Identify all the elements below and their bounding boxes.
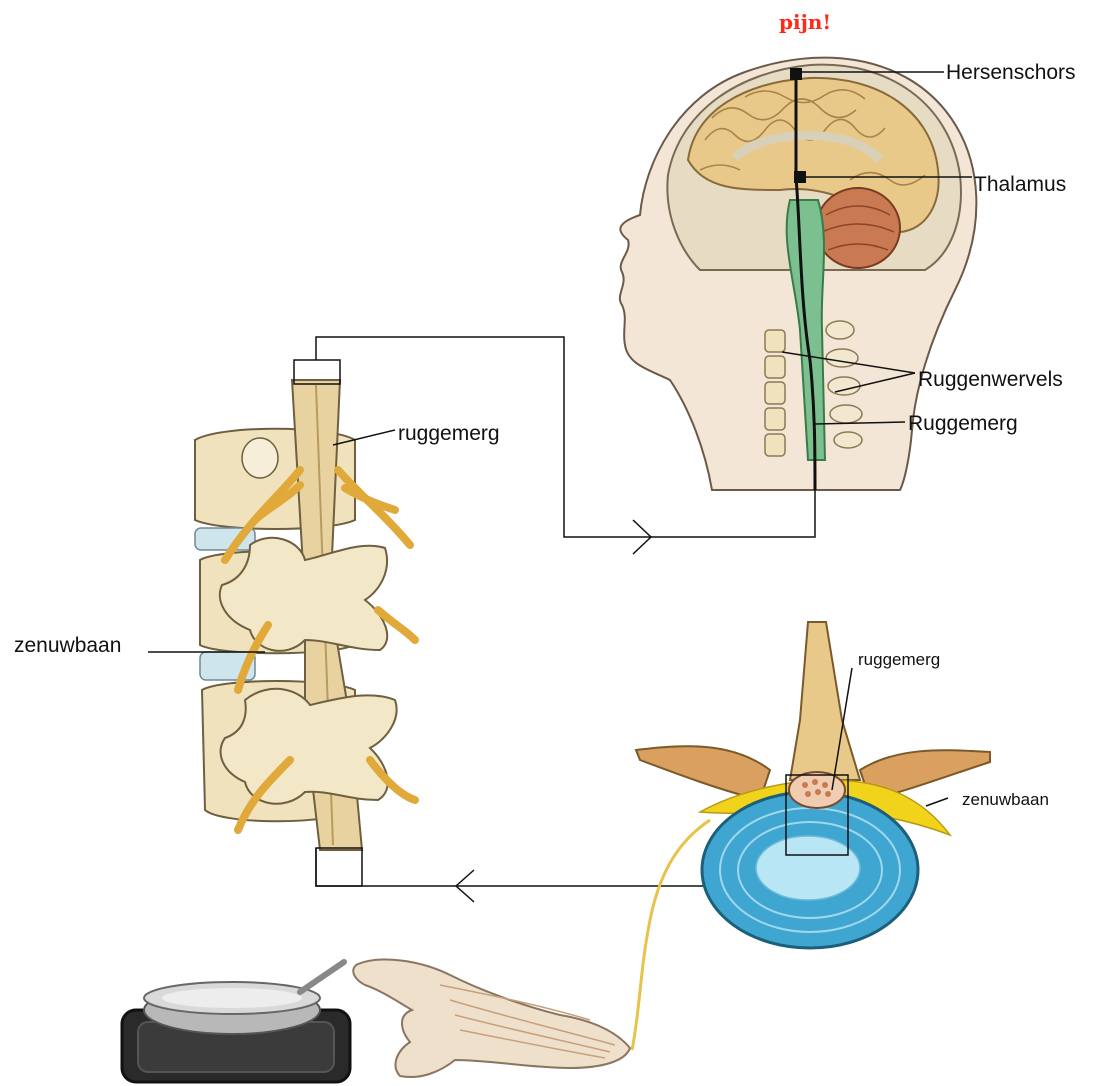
- peripheral-nerve: [632, 820, 710, 1050]
- cord-bottom-marker: [316, 848, 362, 886]
- label-spine-spinal-cord: ruggemerg: [398, 422, 500, 445]
- pain-label: pijn!: [779, 10, 831, 34]
- label-vertebrae: Ruggenwervels: [918, 368, 1063, 391]
- thalamus-marker: [794, 171, 806, 183]
- cortex-marker: [790, 68, 802, 80]
- vertebra-cross-section: [632, 622, 990, 1050]
- cervical-vertebrae: [765, 330, 785, 456]
- vertebra-foramen: [242, 438, 278, 478]
- pan-handle: [300, 962, 344, 992]
- cerebellum: [816, 188, 900, 268]
- label-cross-nerve-path: zenuwbaan: [962, 790, 1049, 809]
- label-head-spinal-cord: Ruggemerg: [908, 412, 1018, 435]
- spine-segment-illustration: [195, 360, 415, 886]
- label-cross-spinal-cord: ruggemerg: [858, 650, 940, 669]
- stove-with-pan: [122, 962, 350, 1082]
- spinous-process: [790, 622, 860, 780]
- nucleus-pulposus: [756, 836, 860, 900]
- hand-illustration: [353, 960, 630, 1078]
- label-thalamus: Thalamus: [974, 173, 1066, 196]
- label-cortex: Hersenschors: [946, 61, 1076, 84]
- label-spine-nerve-path: zenuwbaan: [14, 634, 121, 657]
- hand-shape: [353, 960, 630, 1078]
